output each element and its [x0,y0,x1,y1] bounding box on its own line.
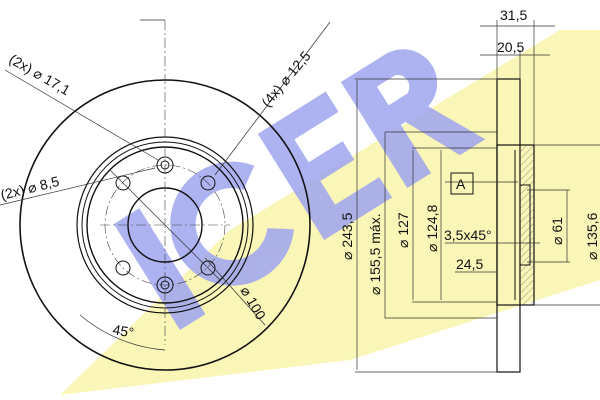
bolt-hole [200,175,216,191]
datum-box [450,172,474,195]
dim-124-8: ⌀ 124,8 [424,204,440,252]
dim-bore: ⌀ 61 [549,217,565,245]
dim-thickness: 20,5 [497,39,524,55]
datum-label: A [456,176,466,192]
dim-hole-12-5: (4x) ⌀ 12,5 [258,48,314,110]
dim-hub: ⌀ 135,6 [584,212,600,260]
bolt-hole [115,175,131,191]
dim-width-total: 31,5 [500,7,527,23]
side-view: A 31,5 20,5 ⌀ 243,5 ⌀ 155,5 máx. ⌀ 127 ⌀… [339,7,600,373]
dim-hole-17-1: (2x) ⌀ 17,1 [7,51,74,99]
dim-127: ⌀ 127 [395,212,411,248]
dim-angle: 45° [111,321,135,340]
icer-logo-watermark [60,30,600,395]
dim-depth: 24,5 [456,256,483,272]
dim-hole-8-5: (2x) ⌀ 8,5 [0,173,61,203]
bolt-hole [115,260,131,276]
icer-logo-letters [113,49,486,330]
bolt-holes [115,156,216,294]
dim-outer-diameter: ⌀ 243,5 [339,212,355,260]
dim-chamfer: 3,5x45° [444,227,492,243]
locating-hole [156,156,174,174]
locating-hole [156,276,174,294]
dim-max-diameter: ⌀ 155,5 máx. [367,213,383,295]
